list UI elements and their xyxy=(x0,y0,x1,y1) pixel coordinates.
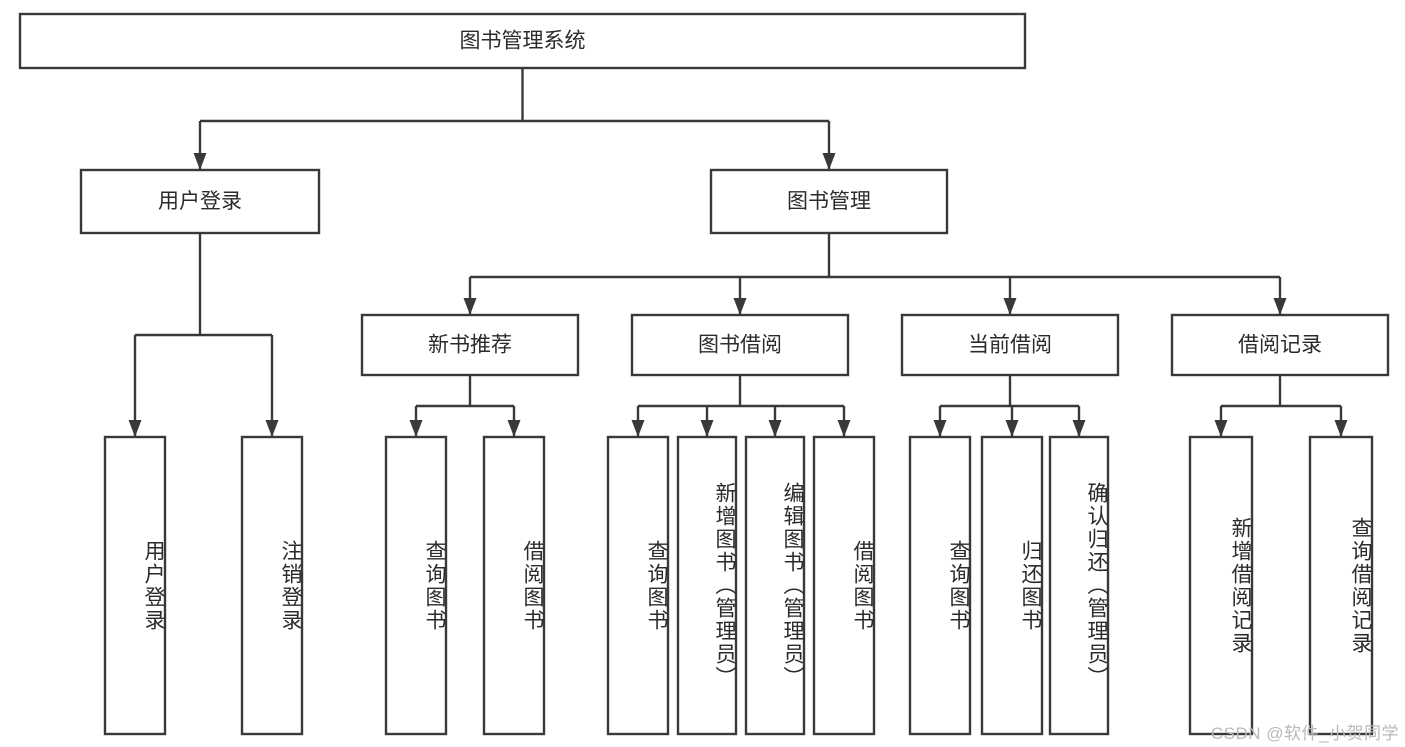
arrow-head-icon xyxy=(1005,420,1019,437)
arrow-head-icon xyxy=(265,420,279,437)
arrow-head-icon xyxy=(193,153,207,170)
node-box-book-manage[interactable] xyxy=(709,168,949,235)
node-box-leaf-query-book-bo[interactable] xyxy=(606,435,670,736)
node-label-user-login: 用户登录 xyxy=(158,190,242,213)
arrow-head-icon xyxy=(409,420,423,437)
arrow-head-icon xyxy=(733,298,747,315)
node-box-leaf-borrow-book-bo[interactable] xyxy=(812,435,876,736)
node-box-leaf-user-login[interactable] xyxy=(103,435,167,736)
arrow-head-icon xyxy=(837,420,851,437)
node-box-leaf-query-record[interactable] xyxy=(1308,435,1374,736)
node-label-current-borrow: 当前借阅 xyxy=(968,334,1052,357)
arrow-head-icon xyxy=(700,420,714,437)
arrow-head-icon xyxy=(768,420,782,437)
node-box-leaf-return-book[interactable] xyxy=(980,435,1044,736)
node-box-leaf-query-book-rec[interactable] xyxy=(384,435,448,736)
arrow-head-icon xyxy=(1214,420,1228,437)
arrow-head-icon xyxy=(1334,420,1348,437)
node-box-user-login[interactable] xyxy=(79,168,321,235)
arrow-head-icon xyxy=(507,420,521,437)
arrow-head-icon xyxy=(631,420,645,437)
node-label-borrow-record: 借阅记录 xyxy=(1238,334,1322,357)
node-box-borrow-record[interactable] xyxy=(1170,313,1390,377)
node-label-book-manage: 图书管理 xyxy=(787,190,871,213)
node-box-leaf-edit-book[interactable] xyxy=(744,435,806,736)
node-box-current-borrow[interactable] xyxy=(900,313,1120,377)
node-box-leaf-confirm-return[interactable] xyxy=(1048,435,1110,736)
node-box-layer xyxy=(18,12,1390,736)
arrow-head-icon xyxy=(822,153,836,170)
arrow-head-icon xyxy=(128,420,142,437)
node-box-leaf-add-record[interactable] xyxy=(1188,435,1254,736)
node-box-root[interactable] xyxy=(18,12,1027,70)
node-box-book-borrow[interactable] xyxy=(630,313,850,377)
node-label-root: 图书管理系统 xyxy=(460,30,586,53)
arrow-head-icon xyxy=(1072,420,1086,437)
arrow-head-icon xyxy=(1273,298,1287,315)
node-box-leaf-add-book[interactable] xyxy=(676,435,738,736)
watermark: CSDN @软件_小贺同学 xyxy=(1210,724,1399,743)
arrow-head-icon xyxy=(463,298,477,315)
node-box-leaf-user-logout[interactable] xyxy=(240,435,304,736)
node-label-book-borrow: 图书借阅 xyxy=(698,334,782,357)
node-box-leaf-query-book-cur[interactable] xyxy=(908,435,972,736)
connector-layer xyxy=(128,68,1348,437)
node-box-leaf-borrow-book-rec[interactable] xyxy=(482,435,546,736)
arrow-head-icon xyxy=(933,420,947,437)
node-box-new-book-rec[interactable] xyxy=(360,313,580,377)
node-label-new-book-rec: 新书推荐 xyxy=(428,334,512,357)
arrow-head-icon xyxy=(1003,298,1017,315)
